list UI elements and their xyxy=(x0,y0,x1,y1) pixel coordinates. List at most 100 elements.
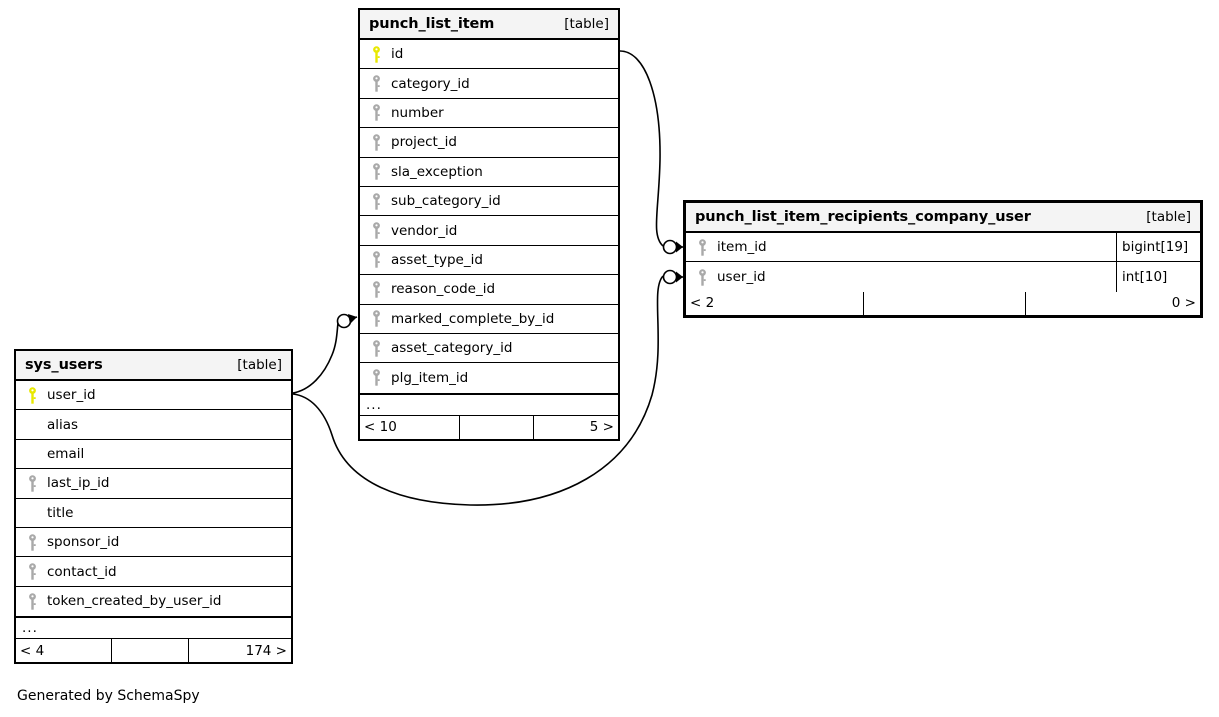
table-type-tag: [table] xyxy=(1146,208,1191,225)
column-name: last_ip_id xyxy=(47,475,110,492)
column-key-cell xyxy=(365,310,387,327)
column-name: project_id xyxy=(391,134,457,151)
footer-parent-count[interactable]: < 4 xyxy=(16,639,112,663)
column-row[interactable]: category_id xyxy=(360,69,618,99)
column-key-cell xyxy=(365,339,387,357)
table-footer: < 4 174 > xyxy=(16,639,291,663)
generated-by-caption: Generated by SchemaSpy xyxy=(17,688,200,704)
column-name: sponsor_id xyxy=(47,534,120,551)
column-name: alias xyxy=(47,416,79,433)
table-type-tag: [table] xyxy=(237,356,282,373)
foreign-key-icon xyxy=(372,222,380,239)
table-name: sys_users xyxy=(25,356,103,373)
table-type-tag: [table] xyxy=(564,15,609,32)
column-row[interactable]: asset_category_id xyxy=(360,333,618,364)
foreign-key-icon xyxy=(372,369,380,387)
foreign-key-icon xyxy=(372,281,380,298)
footer-child-count[interactable]: 0 > xyxy=(1171,295,1196,312)
column-row[interactable]: last_ip_id xyxy=(16,469,291,499)
column-key-cell xyxy=(21,533,43,551)
column-row[interactable]: title xyxy=(16,498,291,528)
column-row[interactable]: marked_complete_by_id xyxy=(360,304,618,334)
foreign-key-icon xyxy=(698,268,706,286)
foreign-key-icon xyxy=(28,593,36,610)
column-row[interactable]: sponsor_id xyxy=(16,527,291,558)
foreign-key-icon xyxy=(372,104,380,122)
column-key-cell xyxy=(365,192,387,210)
footer-parent-count[interactable]: < 10 xyxy=(360,415,460,439)
foreign-key-icon xyxy=(372,163,380,180)
foreign-key-icon xyxy=(28,563,36,580)
column-row[interactable]: user_id int[10] xyxy=(686,262,1200,292)
column-row[interactable]: number xyxy=(360,98,618,129)
column-row[interactable]: reason_code_id xyxy=(360,275,618,305)
more-columns-indicator: ... xyxy=(360,392,618,416)
column-name: title xyxy=(47,504,74,521)
column-key-cell xyxy=(365,281,387,298)
column-key-cell xyxy=(365,369,387,387)
column-row[interactable]: asset_type_id xyxy=(360,245,618,276)
relationship-marked-complete-by-id[interactable] xyxy=(292,313,358,394)
column-row[interactable]: user_id xyxy=(16,381,291,411)
column-key-cell xyxy=(21,593,43,610)
column-key-cell xyxy=(365,134,387,151)
column-name: user_id xyxy=(717,269,766,286)
primary-key-icon xyxy=(372,45,380,63)
table-punch-list-item-recipients-company-user[interactable]: punch_list_item_recipients_company_user … xyxy=(683,200,1203,318)
table-footer: < 10 5 > xyxy=(360,415,618,439)
column-row[interactable]: sla_exception xyxy=(360,157,618,187)
column-key-cell xyxy=(21,475,43,492)
column-type: bigint[19] xyxy=(1116,233,1200,262)
column-name: email xyxy=(47,445,85,462)
column-name: id xyxy=(391,46,404,63)
foreign-key-icon xyxy=(372,339,380,357)
column-row[interactable]: project_id xyxy=(360,128,618,158)
column-key-cell xyxy=(21,386,43,404)
table-header: punch_list_item_recipients_company_user … xyxy=(686,203,1200,233)
footer-middle xyxy=(112,639,189,663)
foreign-key-icon xyxy=(28,475,36,492)
column-name: asset_type_id xyxy=(391,251,483,268)
column-key-cell xyxy=(365,222,387,239)
column-key-cell xyxy=(365,75,387,92)
column-row[interactable]: token_created_by_user_id xyxy=(16,586,291,617)
column-name: user_id xyxy=(47,387,96,404)
column-name: plg_item_id xyxy=(391,369,469,386)
column-name: marked_complete_by_id xyxy=(391,310,555,327)
table-name: punch_list_item_recipients_company_user xyxy=(695,208,1031,225)
footer-child-count[interactable]: 174 > xyxy=(245,642,287,659)
column-name: asset_category_id xyxy=(391,340,513,357)
column-row[interactable]: alias xyxy=(16,410,291,440)
column-name: reason_code_id xyxy=(391,281,496,298)
footer-child-count[interactable]: 5 > xyxy=(589,419,614,436)
column-row[interactable]: plg_item_id xyxy=(360,363,618,393)
foreign-key-icon xyxy=(372,134,380,151)
column-row[interactable]: id xyxy=(360,40,618,70)
table-header: sys_users [table] xyxy=(16,351,291,381)
column-name: sub_category_id xyxy=(391,193,501,210)
column-type: int[10] xyxy=(1116,262,1200,292)
column-row[interactable]: contact_id xyxy=(16,557,291,587)
column-name: sla_exception xyxy=(391,163,483,180)
column-row[interactable]: sub_category_id xyxy=(360,186,618,217)
cardinality-many-arrow xyxy=(348,314,357,324)
column-name: number xyxy=(391,104,444,121)
foreign-key-icon xyxy=(372,192,380,210)
column-key-cell xyxy=(691,238,713,256)
ellipsis-label: ... xyxy=(366,396,382,413)
ellipsis-label: ... xyxy=(22,620,38,637)
footer-parent-count[interactable]: < 2 xyxy=(686,291,864,315)
foreign-key-icon xyxy=(698,238,706,256)
footer-middle xyxy=(460,415,534,439)
cardinality-zero-marker xyxy=(662,269,678,285)
column-row[interactable]: vendor_id xyxy=(360,216,618,246)
column-row[interactable]: email xyxy=(16,439,291,470)
relationship-punch-list-item-id[interactable] xyxy=(619,50,683,255)
table-header: punch_list_item [table] xyxy=(360,10,618,40)
